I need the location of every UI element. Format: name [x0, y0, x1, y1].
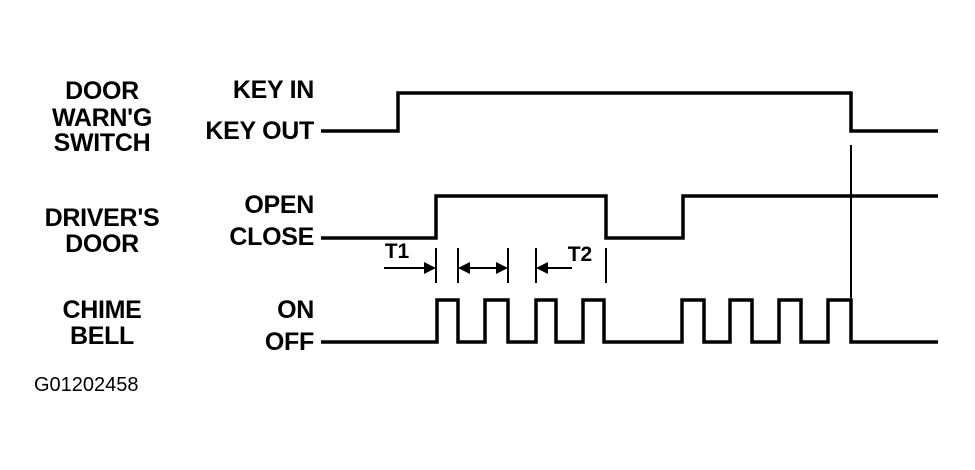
- key-in-label: KEY IN: [233, 76, 314, 104]
- drivers-door-label-line-1: DRIVER'S: [45, 204, 160, 232]
- close-label: CLOSE: [229, 223, 314, 251]
- drivers-door-label-line-2: DOOR: [65, 230, 139, 258]
- door-warning-switch-label-line-2: WARN'G: [52, 104, 152, 132]
- interval-double-arrow: [458, 262, 508, 274]
- door-warning-switch-label-line-3: SWITCH: [54, 129, 151, 157]
- t1-label: T1: [385, 240, 410, 263]
- on-label: ON: [277, 296, 314, 324]
- drivers-door-waveform: [321, 194, 938, 240]
- t2-arrow: [536, 262, 572, 274]
- t1-arrow: [384, 262, 436, 274]
- chime-bell-label-line-2: BELL: [70, 322, 134, 350]
- off-label: OFF: [265, 328, 314, 356]
- door-warning-switch-waveform: [321, 91, 938, 133]
- key-out-label: KEY OUT: [205, 117, 314, 145]
- open-label: OPEN: [244, 191, 314, 219]
- chime-bell-label-line-1: CHIME: [62, 296, 141, 324]
- figure-id: G01202458: [34, 374, 139, 396]
- t2-label: T2: [568, 243, 593, 266]
- door-warning-switch-label-line-1: DOOR: [65, 77, 139, 105]
- chime-bell-waveform: [321, 298, 938, 344]
